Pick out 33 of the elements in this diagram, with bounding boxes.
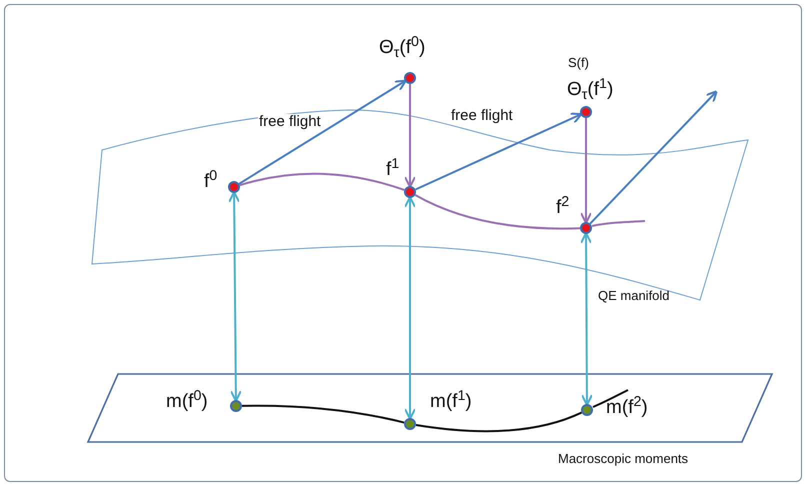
point-label: Θ$_{τ}$(f$^{1}$) xyxy=(567,80,614,99)
trajectory-curve xyxy=(414,194,580,230)
arrow xyxy=(589,90,718,224)
point-marker xyxy=(228,181,240,193)
point-label: m(f$^{0}$) xyxy=(166,392,208,411)
point-label: m(f$^{1}$) xyxy=(430,392,472,411)
arrow xyxy=(228,191,242,402)
edge-label: free flight xyxy=(258,114,322,129)
point-marker xyxy=(581,404,593,416)
region-label: QE manifold xyxy=(598,289,670,302)
point-label: f$^{2}$ xyxy=(556,198,570,217)
point-marker xyxy=(404,186,416,198)
operator-label: S(f) xyxy=(568,56,589,69)
point-label: f$^{0}$ xyxy=(204,172,218,191)
point-label: f$^{1}$ xyxy=(386,160,400,179)
point-marker xyxy=(580,222,592,234)
point-marker xyxy=(404,418,416,430)
point-marker xyxy=(230,400,242,412)
arrow xyxy=(415,112,582,190)
region-label: Macroscopic moments xyxy=(558,452,688,465)
arrow xyxy=(404,196,416,420)
point-label: m(f$^{2}$) xyxy=(606,398,648,417)
arrow xyxy=(238,80,407,185)
trajectory-curve xyxy=(239,172,405,191)
point-marker xyxy=(404,72,416,84)
trajectory-curve xyxy=(242,404,404,424)
arrow xyxy=(580,232,593,406)
arrow xyxy=(404,84,416,188)
edge-label: free flight xyxy=(450,108,514,123)
point-marker xyxy=(580,106,592,118)
arrow xyxy=(580,118,592,224)
trajectory-curve xyxy=(416,412,582,432)
point-label: Θ$_{τ}$(f$^{0}$) xyxy=(379,38,426,57)
